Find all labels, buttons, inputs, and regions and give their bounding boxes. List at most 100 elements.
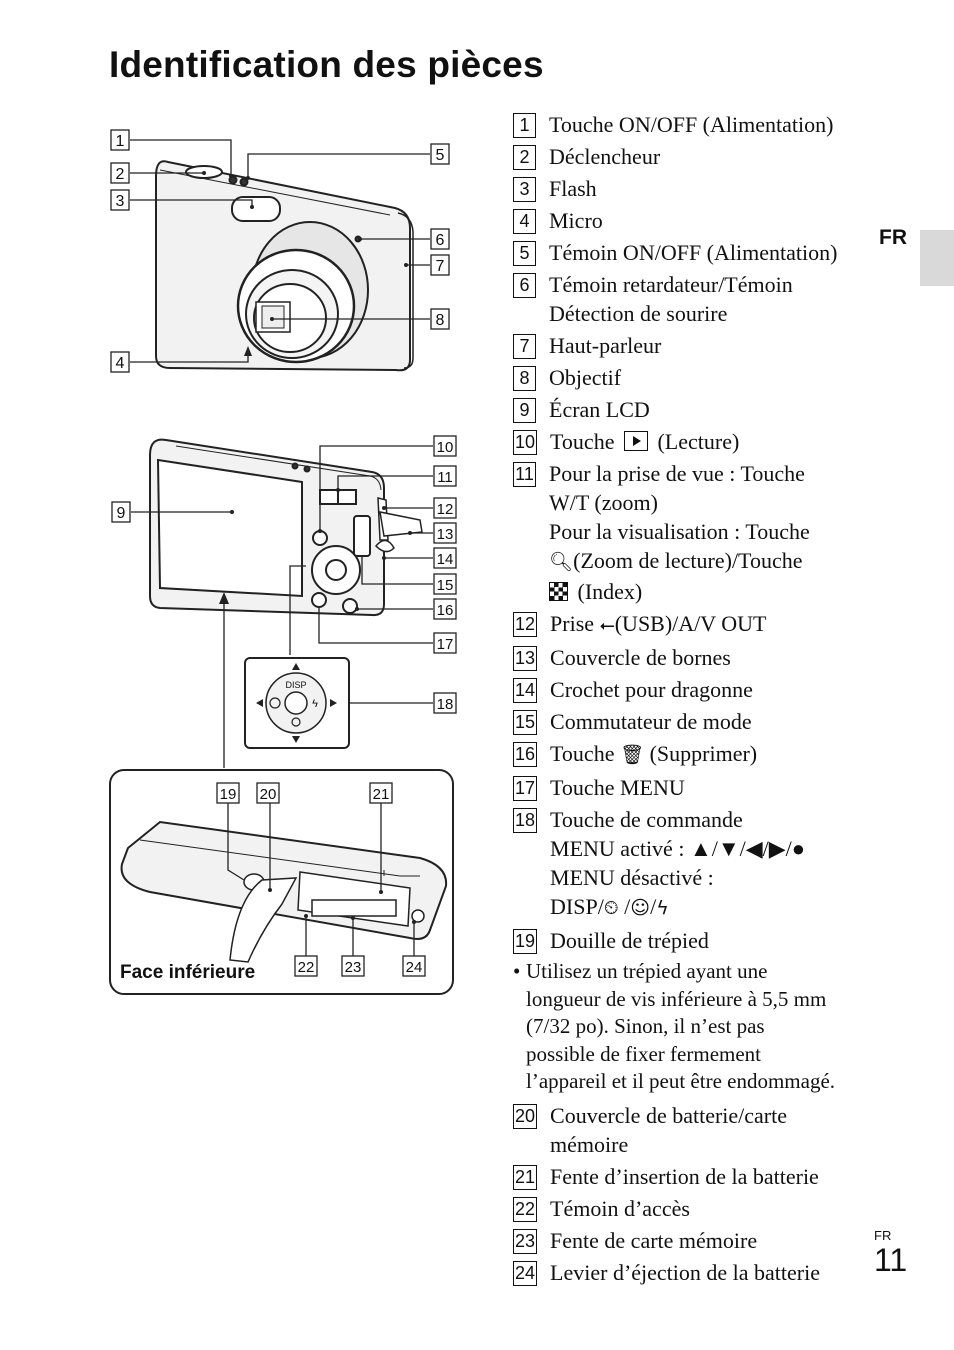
part-text: Fente de carte mémoire [550,1227,758,1253]
part-number: 11 [513,462,536,487]
note-line: l’appareil et il peut être endommagé. [526,1069,836,1093]
callout-box [430,228,450,250]
part-text: Fente d’insertion de la batterie [550,1163,819,1189]
part-text: MENU activé : ▲/▼/◀/▶/● [550,836,806,861]
callout-box [433,435,457,457]
part-text: Couvercle de bornes [550,645,731,670]
part-item: 23 Fente de carte mémoire [513,1226,873,1255]
part-text: Crochet pour dragonne [550,677,753,702]
part-number: 16 [513,742,538,767]
callout-box [430,254,450,276]
callout-number: 18 [437,696,454,713]
part-number: 20 [513,1103,538,1129]
callout-box [110,189,130,211]
part-number: 10 [513,430,538,455]
part-text: (Index) [577,579,643,604]
callout-number: 6 [436,232,445,249]
part-item: 16 Touche 🗑︎ (Supprimer) [513,739,873,770]
part-item: 18 Touche de commande MENU activé : ▲/▼/… [513,807,806,919]
part-number: 22 [513,1196,538,1222]
part-number: 4 [513,209,536,234]
part-text: Objectif [549,365,622,390]
part-item: 22 Témoin d’accès [513,1194,873,1223]
callout-number: 20 [260,786,277,803]
callout-box [433,465,457,487]
callout-number: 3 [116,193,125,210]
part-text: Détection de sourire [549,301,728,326]
part-number: 13 [513,646,538,671]
note-line: possible de fixer fermement [526,1041,761,1066]
tripod-note: • Utilisez un trépied ayant une longueur… [513,958,873,1096]
dpad-disp-label: DISP [285,680,306,690]
camera-back-view [149,438,423,768]
part-number: 23 [513,1228,538,1254]
callout-box [433,547,457,569]
callout-box [430,308,450,330]
callout-box [111,501,131,523]
trash-icon: 🗑︎ [619,744,645,766]
callout-number: 9 [117,505,126,522]
part-number: 6 [513,273,536,298]
callout-box [216,782,240,804]
callout-number: 13 [437,526,454,543]
part-text: Commutateur de mode [550,709,752,734]
note-line: Utilisez un trépied ayant une [526,959,768,983]
camera-diagram: DISP ϟ Face inférieure [109,129,457,995]
playback-icon [623,431,648,451]
camera-bottom-view [109,769,454,995]
part-number: 24 [513,1260,538,1286]
note-line: (7/32 po). Sinon, il n’est pas [526,1014,765,1038]
callout-number: 11 [437,469,453,486]
smile-icon: ☺ [630,897,651,919]
control-button-inset: DISP ϟ [244,657,350,749]
part-text: Témoin retardateur/Témoin [549,272,793,297]
index-icon [549,582,568,601]
part-number: 19 [513,929,538,954]
page-footer-lang: FR [874,1228,892,1243]
part-text: MENU désactivé : [550,865,714,890]
callout-box [433,632,457,654]
language-tab-label: FR [879,226,907,249]
part-text: (Supprimer) [649,741,758,766]
callout-number: 23 [345,959,362,976]
part-text: Déclencheur [549,144,661,169]
callout-number: 24 [406,959,423,976]
callout-number: 10 [437,439,454,456]
part-text: Micro [549,208,603,233]
part-text: Témoin d’accès [550,1195,690,1221]
callout-number: 5 [436,147,445,164]
camera-front-view [155,160,414,372]
callout-number: 7 [436,258,445,275]
part-text: mémoire [550,1131,629,1157]
part-text: W/T (zoom) [549,490,658,515]
callout-box [433,692,457,714]
part-text: Pour la prise de vue : Touche [549,461,805,486]
part-item: 20 Couvercle de batterie/carte mémoire [513,1101,873,1159]
callout-box [110,129,130,151]
part-text: Pour la visualisation : Touche [549,519,810,544]
part-number: 17 [513,776,538,801]
note-line: longueur de vis inférieure à 5,5 mm [526,986,827,1011]
part-number: 15 [513,710,538,735]
part-text: (Lecture) [657,429,740,454]
language-tab [920,230,954,286]
part-text: Touche [550,741,615,766]
callout-number: 16 [437,602,454,619]
part-text: Couvercle de batterie/carte [550,1102,788,1128]
part-number: 7 [513,334,536,359]
callout-box [110,351,130,373]
flash-icon: ϟ [656,897,669,919]
